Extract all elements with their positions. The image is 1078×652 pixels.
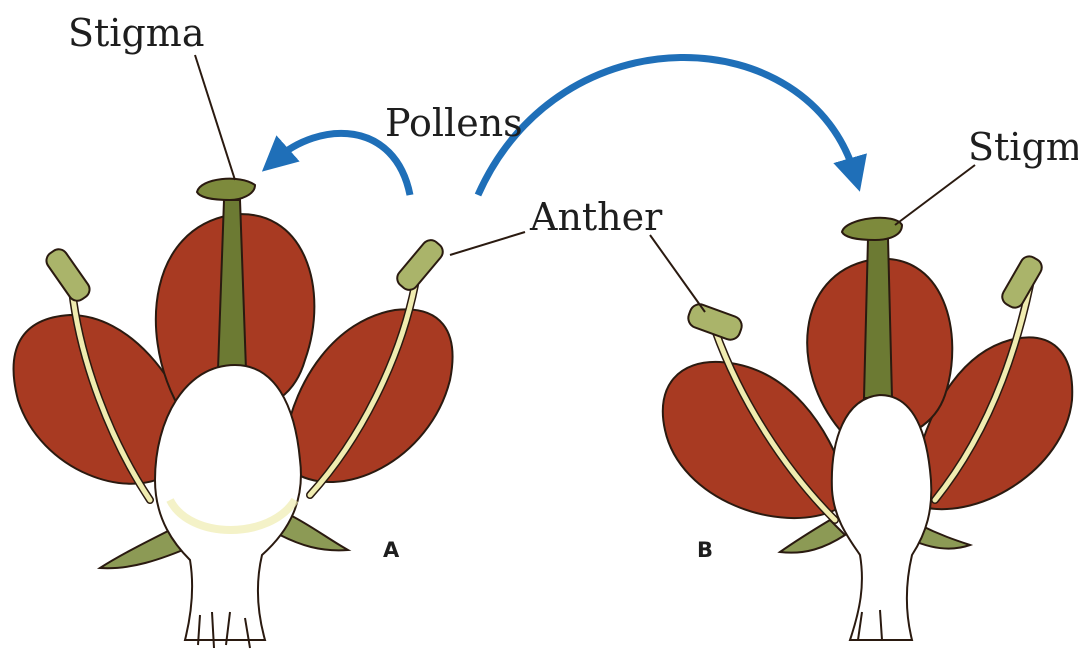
leader-stigma-b bbox=[895, 165, 975, 225]
leader-anther-b bbox=[650, 235, 705, 312]
label-stigma-b: Stigm bbox=[968, 128, 1078, 166]
style-b bbox=[864, 238, 892, 398]
sepal-left-b bbox=[780, 520, 845, 553]
leader-anther-a bbox=[450, 232, 525, 255]
flower-b bbox=[663, 218, 1072, 640]
label-flower-b: B bbox=[697, 540, 713, 561]
label-flower-a: A bbox=[383, 540, 399, 561]
receptacle-a bbox=[155, 365, 301, 640]
label-anther: Anther bbox=[530, 198, 662, 236]
pollen-arrow-cross bbox=[478, 57, 855, 195]
stigma-head-a bbox=[197, 179, 255, 200]
anther-right-a bbox=[394, 236, 447, 293]
stigma-head-b bbox=[842, 218, 902, 240]
anther-left-a bbox=[43, 246, 93, 304]
style-a bbox=[218, 200, 246, 370]
label-pollens: Pollens bbox=[385, 104, 523, 142]
flower-a bbox=[14, 179, 453, 648]
label-stigma-a: Stigma bbox=[68, 14, 204, 52]
anther-right-b bbox=[999, 253, 1045, 311]
receptacle-b bbox=[832, 395, 931, 640]
leader-stigma-a bbox=[195, 55, 235, 180]
